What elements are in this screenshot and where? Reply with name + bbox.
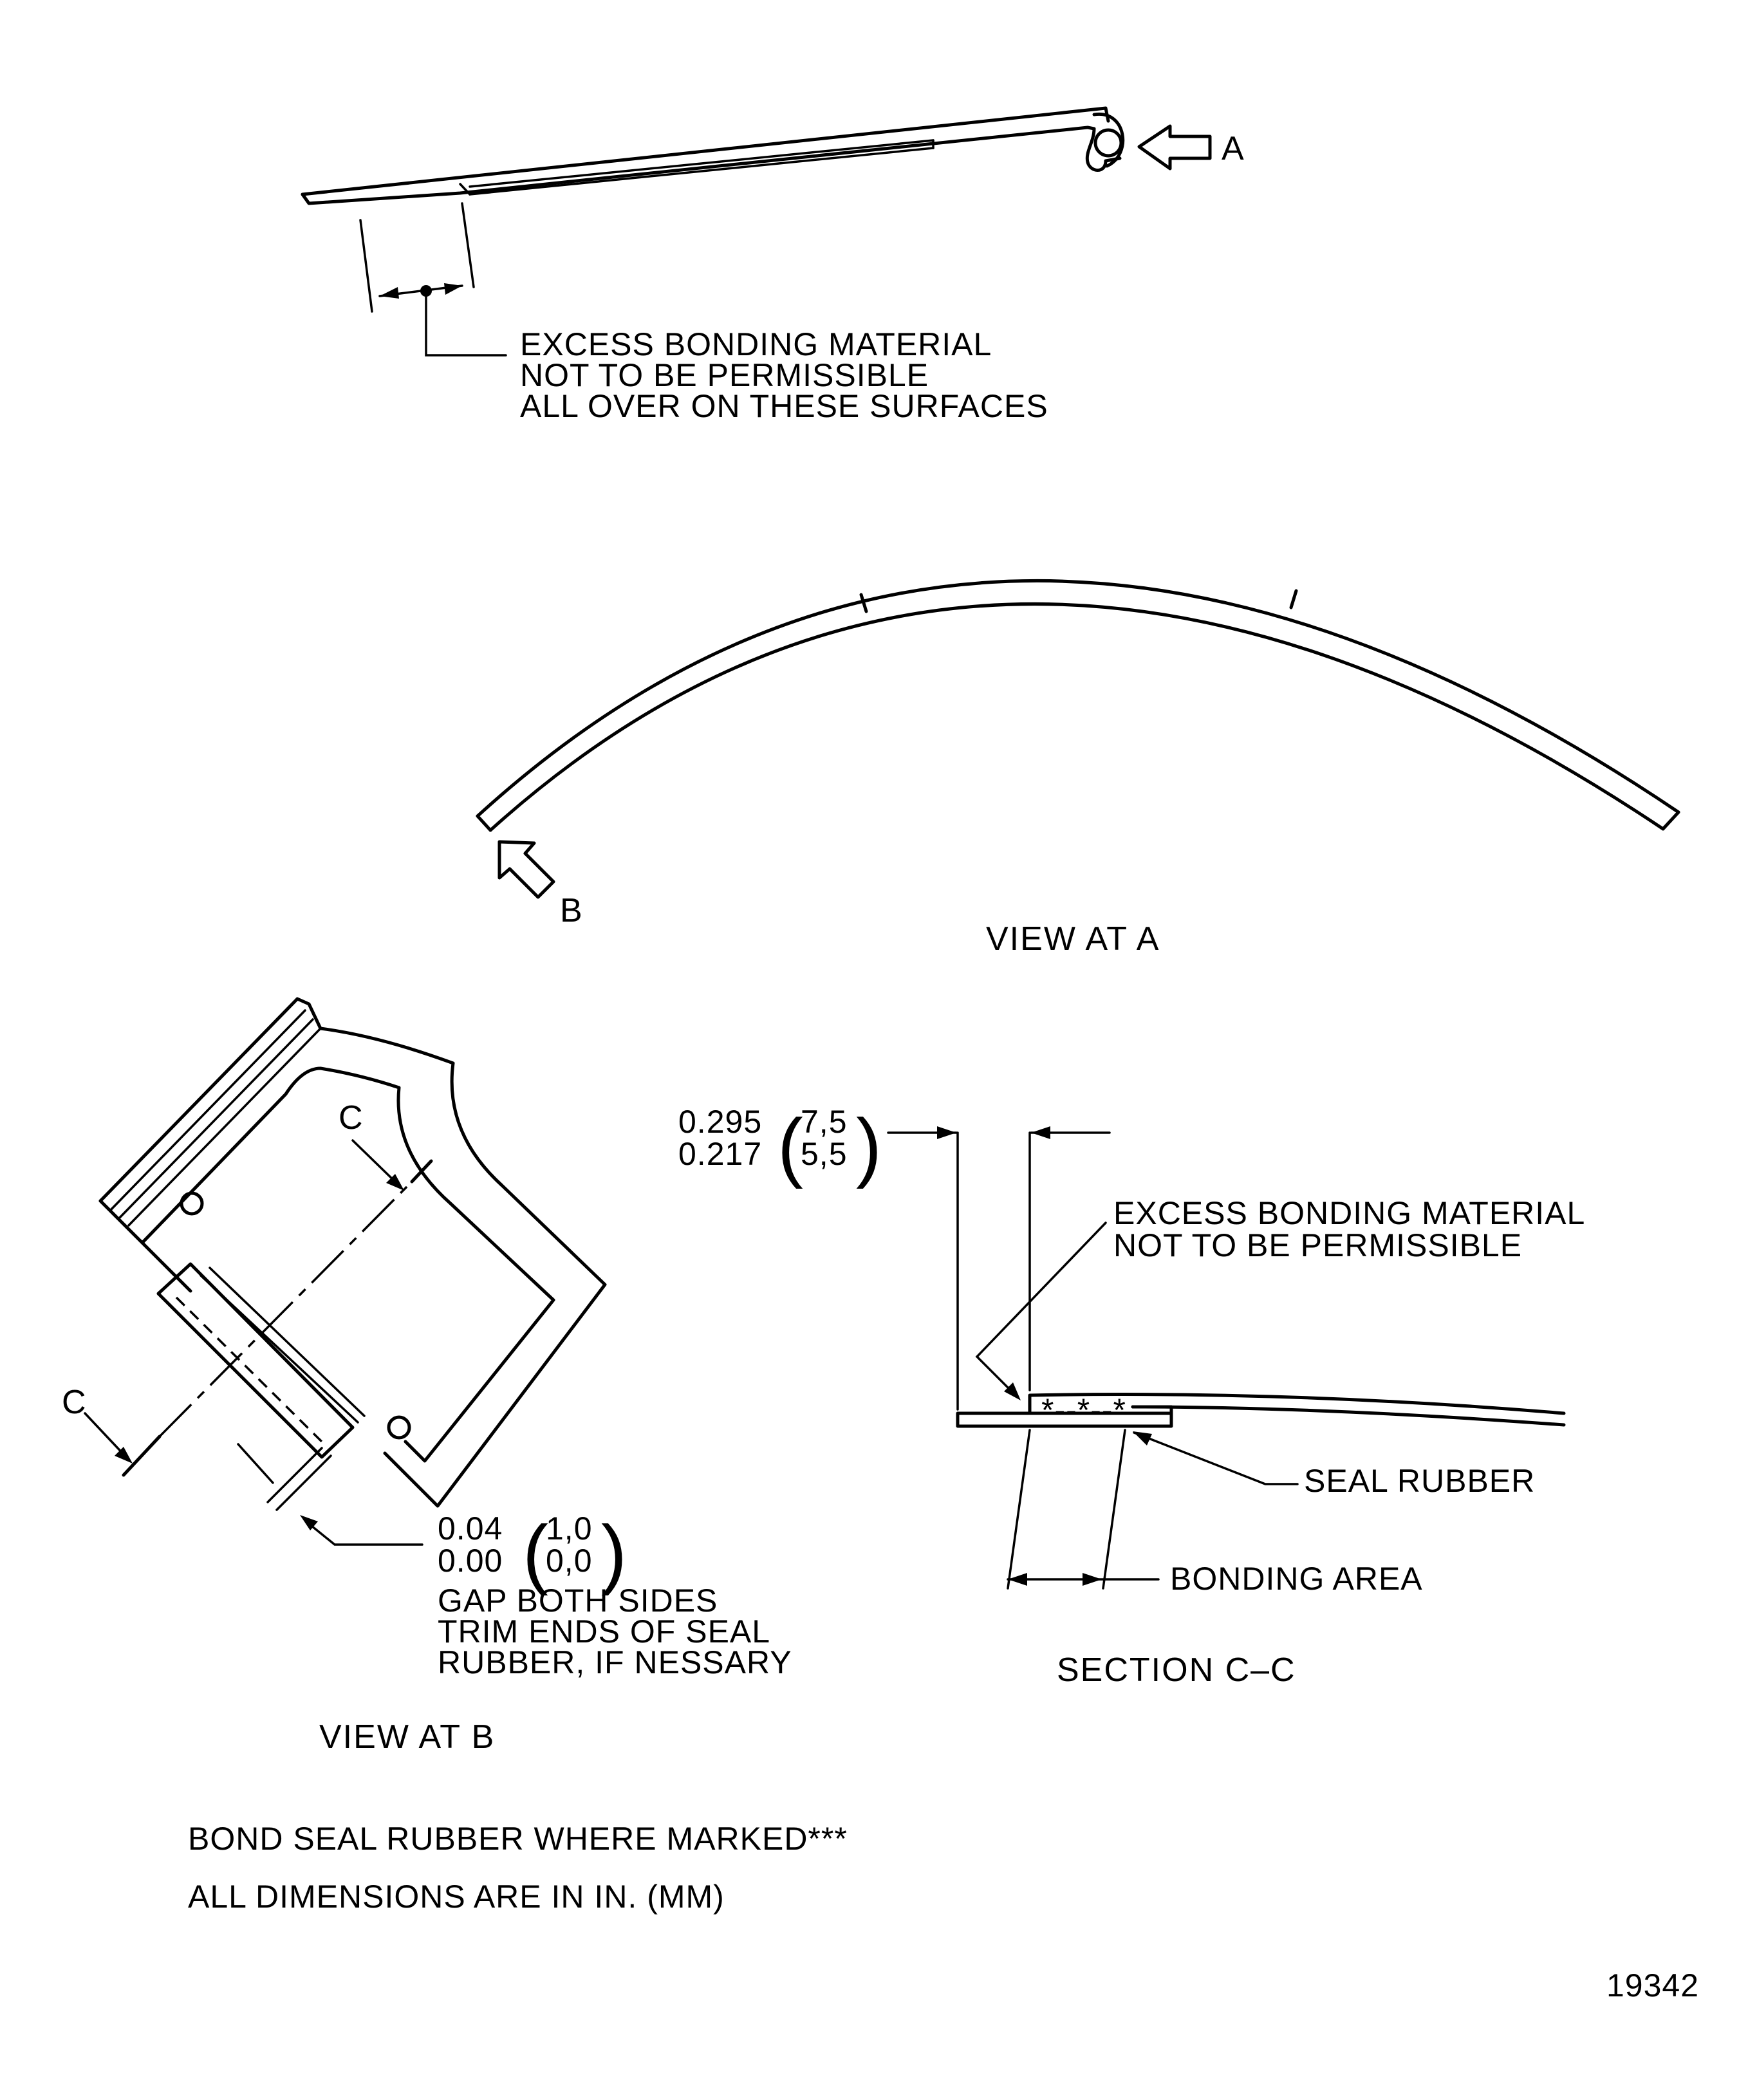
view-arrow-b: B <box>497 840 584 929</box>
bonding-area-label: BONDING AREA <box>1170 1561 1423 1597</box>
seal-strip-profile <box>301 106 1125 205</box>
svg-text:(: ( <box>777 1103 803 1189</box>
bracket-body <box>98 997 607 1508</box>
gap-dimension: 0.04 0.00 ( 1,0 0,0 ) GAP BOTH SIDES TRI… <box>237 1443 792 1680</box>
mounting-hole <box>387 1415 411 1440</box>
section-profile: *--*--* <box>956 1392 1566 1428</box>
bonding-extent-dimension <box>359 202 507 357</box>
svg-text:NOT TO BE PERMISSIBLE: NOT TO BE PERMISSIBLE <box>520 357 929 393</box>
side-view: A EXCESS BONDING MATERIAL NOT TO BE PERM… <box>301 106 1245 424</box>
bond-marked-note: BOND SEAL RUBBER WHERE MARKED*** <box>188 1821 848 1857</box>
section-title: SECTION C–C <box>1057 1651 1296 1689</box>
width-dimension: 0.295 0.217 ( 7,5 5,5 ) <box>678 1103 1111 1411</box>
section-in-lower: 0.217 <box>678 1136 762 1172</box>
excess-material-leader: EXCESS BONDING MATERIAL NOT TO BE PERMIS… <box>975 1195 1585 1400</box>
view-a-marker: A <box>1222 130 1245 167</box>
svg-text:EXCESS BONDING MATERIAL: EXCESS BONDING MATERIAL <box>1113 1195 1585 1231</box>
gap-in-upper: 0.04 <box>438 1510 503 1547</box>
seal-arc <box>476 579 1680 832</box>
figure-number: 19342 <box>1606 1967 1699 2003</box>
svg-text:(: ( <box>523 1510 548 1596</box>
view-arrow-a: A <box>1137 124 1245 171</box>
svg-text:GAP BOTH SIDES: GAP BOTH SIDES <box>438 1583 718 1619</box>
svg-text:): ) <box>601 1510 627 1596</box>
view-b-marker: B <box>560 892 584 929</box>
view-at-a-title: VIEW AT A <box>986 920 1160 958</box>
general-notes: BOND SEAL RUBBER WHERE MARKED*** ALL DIM… <box>188 1821 1699 2003</box>
section-marker-lower: C <box>62 1384 88 1421</box>
mounting-hole <box>180 1191 204 1216</box>
view-at-a: B VIEW AT A <box>476 579 1680 958</box>
seal-rubber-label: SEAL RUBBER <box>1304 1463 1535 1499</box>
bond-marks: *--*--* <box>1041 1392 1126 1428</box>
dimensions-note: ALL DIMENSIONS ARE IN IN. (MM) <box>188 1879 725 1915</box>
section-c-c: *--*--* 0.295 0.217 ( 7,5 5,5 ) EXCESS B… <box>678 1103 1585 1689</box>
section-line-c: C C <box>62 1099 433 1477</box>
view-at-b: C C 0.04 0.00 ( 1,0 0,0 ) GAP BOTH SIDES… <box>62 997 792 1756</box>
view-at-b-title: VIEW AT B <box>319 1718 495 1756</box>
section-mm-upper: 7,5 <box>801 1104 848 1140</box>
top-note: EXCESS BONDING MATERIAL NOT TO BE PERMIS… <box>520 326 1048 424</box>
section-mm-lower: 5,5 <box>801 1136 848 1172</box>
svg-text:RUBBER, IF NESSARY: RUBBER, IF NESSARY <box>438 1644 792 1680</box>
bonding-area-dimension: BONDING AREA <box>1007 1429 1423 1597</box>
svg-text:NOT TO BE PERMISSIBLE: NOT TO BE PERMISSIBLE <box>1113 1227 1522 1263</box>
svg-text:EXCESS BONDING MATERIAL: EXCESS BONDING MATERIAL <box>520 326 992 362</box>
seal-rubber-pad <box>156 1262 366 1459</box>
seal-rubber-leader: SEAL RUBBER <box>1133 1431 1535 1499</box>
gap-in-lower: 0.00 <box>438 1543 503 1579</box>
section-marker-upper: C <box>339 1099 364 1137</box>
svg-text:): ) <box>856 1103 882 1189</box>
gap-mm-upper: 1,0 <box>546 1510 593 1547</box>
svg-text:ALL OVER ON THESE SURFACES: ALL OVER ON THESE SURFACES <box>520 388 1048 424</box>
clip-ring <box>1093 128 1123 158</box>
svg-text:TRIM ENDS OF SEAL: TRIM ENDS OF SEAL <box>438 1613 770 1649</box>
gap-mm-lower: 0,0 <box>546 1543 593 1579</box>
section-in-upper: 0.295 <box>678 1104 762 1140</box>
